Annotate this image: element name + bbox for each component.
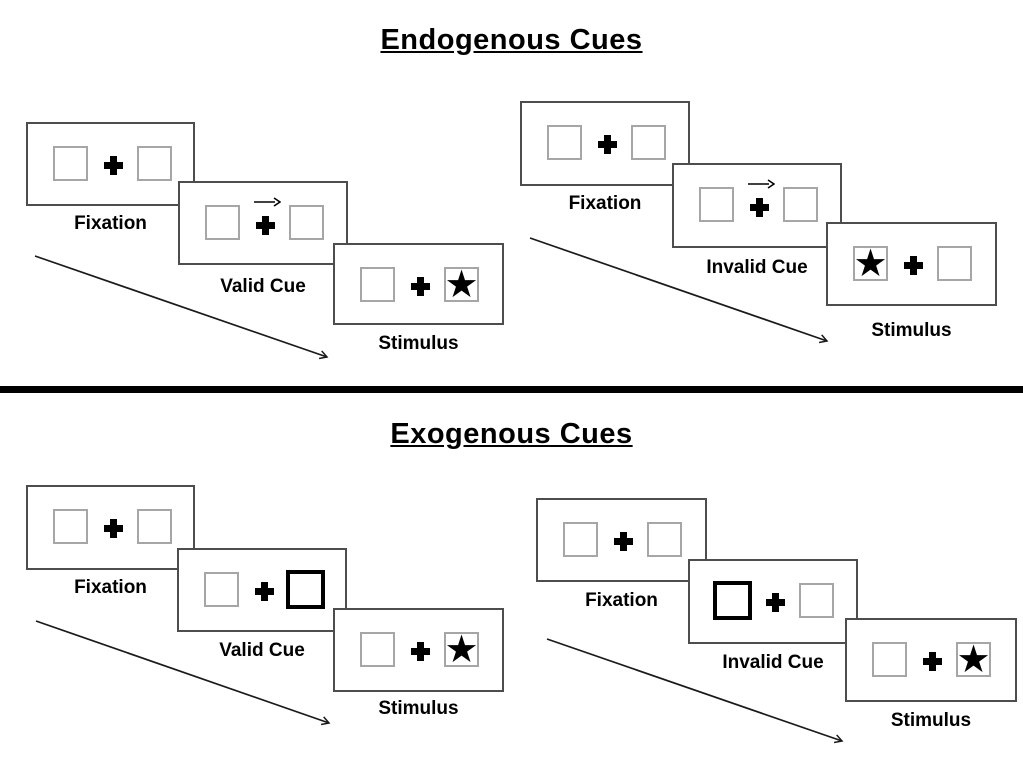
left-placeholder-box [872, 642, 907, 677]
right-placeholder-box [137, 146, 172, 181]
left-placeholder-box [53, 146, 88, 181]
fixation-cross-icon [256, 216, 275, 235]
left-placeholder-box [699, 187, 734, 222]
step-label: Fixation [74, 213, 147, 234]
fixation-cross-icon [750, 198, 769, 217]
fixation-cross-icon [255, 582, 274, 601]
right-target-box: ★ [444, 629, 479, 671]
step-label: Valid Cue [220, 276, 306, 297]
left-placeholder-box [563, 522, 598, 557]
step-label: Fixation [585, 590, 658, 611]
diagonal-arrow-exo-valid [35, 620, 331, 726]
endo-valid-stimulus-panel: ★ [333, 243, 504, 325]
left-placeholder-box [547, 125, 582, 160]
exo-valid-cue-panel [177, 548, 347, 632]
diagonal-arrow-endo-invalid [529, 237, 829, 344]
endo-invalid-cue-panel [672, 163, 842, 248]
left-placeholder-box [53, 509, 88, 544]
right-placeholder-box [799, 583, 834, 618]
left-placeholder-box [204, 572, 239, 607]
left-placeholder-box [205, 205, 240, 240]
left-target-box: ★ [853, 243, 888, 285]
right-placeholder-box [783, 187, 818, 222]
fixation-cross-icon [104, 519, 123, 538]
fixation-cross-icon [766, 593, 785, 612]
step-label: Invalid Cue [722, 652, 824, 673]
fixation-cross-icon [904, 256, 923, 275]
section-divider [0, 386, 1023, 393]
step-label: Stimulus [871, 320, 952, 341]
exo-invalid-stimulus-panel: ★ [845, 618, 1017, 702]
exo-invalid-fixation-panel [536, 498, 707, 582]
right-placeholder-box [137, 509, 172, 544]
fixation-cross-icon [411, 642, 430, 661]
left-placeholder-box [360, 267, 395, 302]
endo-invalid-fixation-panel [520, 101, 690, 186]
target-star-icon: ★ [853, 243, 888, 285]
right-placeholder-box [631, 125, 666, 160]
right-arrow-cue-icon [254, 197, 281, 207]
right-arrow-cue-icon [748, 179, 775, 189]
endo-valid-cue-panel [178, 181, 348, 265]
step-label: Invalid Cue [706, 257, 808, 278]
step-label: Valid Cue [219, 640, 305, 661]
exogenous-section-title: Exogenous Cues [390, 418, 633, 450]
right-target-box: ★ [444, 264, 479, 306]
right-placeholder-box [289, 205, 324, 240]
step-label: Fixation [568, 193, 642, 214]
exo-invalid-cue-panel [688, 559, 858, 644]
right-thick-cue-box [286, 570, 325, 609]
target-star-icon: ★ [444, 629, 479, 671]
endo-invalid-stimulus-panel: ★ [826, 222, 997, 306]
diagonal-arrow-endo-valid [34, 255, 329, 360]
left-placeholder-box [360, 632, 395, 667]
exo-valid-fixation-panel [26, 485, 195, 570]
fixation-cross-icon [923, 652, 942, 671]
right-placeholder-box [937, 246, 972, 281]
fixation-cross-icon [411, 277, 430, 296]
right-target-box: ★ [956, 639, 991, 681]
fixation-cross-icon [614, 532, 633, 551]
fixation-cross-icon [104, 156, 123, 175]
step-label: Stimulus [378, 698, 459, 719]
fixation-cross-icon [598, 135, 617, 154]
exo-valid-stimulus-panel: ★ [333, 608, 504, 692]
endo-valid-fixation-panel [26, 122, 195, 206]
target-star-icon: ★ [444, 264, 479, 306]
step-label: Fixation [74, 577, 147, 598]
step-label: Stimulus [378, 333, 459, 354]
endogenous-section-title: Endogenous Cues [380, 24, 643, 56]
step-label: Stimulus [890, 710, 972, 731]
right-placeholder-box [647, 522, 682, 557]
left-thick-cue-box [713, 581, 752, 620]
target-star-icon: ★ [956, 639, 991, 681]
